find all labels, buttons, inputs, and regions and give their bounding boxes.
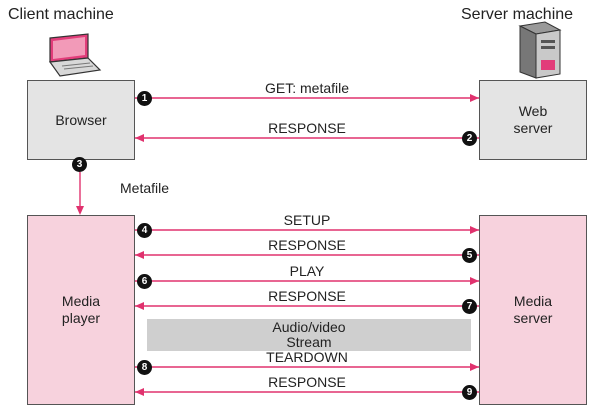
message-label-5: RESPONSE [268,237,346,253]
message-label-2: RESPONSE [268,120,346,136]
message-label-6: PLAY [289,263,325,279]
message-label-7: RESPONSE [268,288,346,304]
step-badge-3: 3 [72,157,87,172]
step-badge-9: 9 [462,385,477,400]
step-badge-8: 8 [137,360,152,375]
arrow-3 [76,172,84,215]
step-badge-2: 2 [462,131,477,146]
media-server-box: Media server [479,215,587,405]
message-label-1: GET: metafile [264,80,350,96]
server-machine-title: Server machine [461,6,574,23]
client-machine-title: Client machine [8,6,114,23]
step-badge-6: 6 [137,274,152,289]
web-server-box: Web server [479,80,587,160]
message-label-9: RESPONSE [268,374,346,390]
message-label-8: TEARDOWN [266,349,348,365]
metafile-label: Metafile [120,180,170,196]
audio-video-stream-band: Audio/video Stream [147,319,471,351]
media-player-box: Media player [27,215,135,405]
step-badge-5: 5 [462,248,477,263]
step-badge-7: 7 [462,299,477,314]
message-label-4: SETUP [283,212,331,228]
step-badge-1: 1 [137,91,152,106]
browser-box: Browser [27,80,135,160]
step-badge-4: 4 [137,223,152,238]
